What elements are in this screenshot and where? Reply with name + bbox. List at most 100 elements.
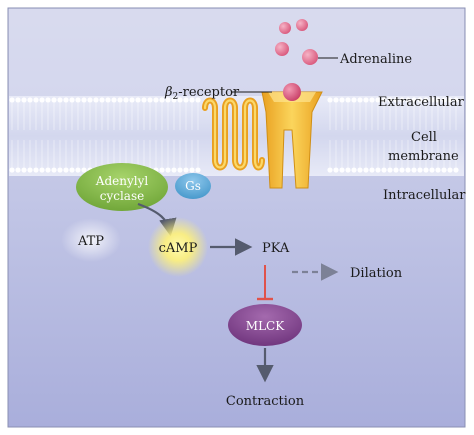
lipid-head [117,97,123,103]
lipid-head [375,97,381,103]
adrenaline-molecule [279,22,291,34]
lipid-head [183,167,189,173]
lipid-head [453,167,459,173]
lipid-head [165,167,171,173]
gs-label: Gs [185,179,201,193]
lipid-head [183,97,189,103]
adrenaline-molecule [296,19,308,31]
atp-glow [61,218,121,262]
lipid-head [105,97,111,103]
lipid-head [453,97,459,103]
extracellular-space [9,9,464,96]
lipid-head [423,167,429,173]
lipid-head [15,97,21,103]
lipid-head [45,167,51,173]
lipid-head [339,97,345,103]
lipid-head [141,97,147,103]
lipid-head [99,97,105,103]
lipid-head [21,97,27,103]
lipid-head [369,167,375,173]
lipid-head [9,167,15,173]
cell-label: Cell [411,130,437,145]
lipid-head [447,97,453,103]
lipid-head [69,97,75,103]
receptor-label-sub: 2 [173,92,179,102]
lipid-head [135,97,141,103]
lipid-head [357,167,363,173]
lipid-head [195,167,201,173]
lipid-head [417,97,423,103]
lipid-head [357,97,363,103]
lipid-head [177,97,183,103]
lipid-head [45,97,51,103]
receptor-label-beta: β [164,85,173,100]
lipid-head [27,97,33,103]
lipid-head [435,167,441,173]
lipid-head [375,167,381,173]
lipid-head [405,167,411,173]
lipid-head [57,97,63,103]
lipid-head [399,167,405,173]
lipid-head [381,97,387,103]
lipid-head [381,167,387,173]
lipid-head [57,167,63,173]
lipid-head [39,97,45,103]
lipid-head [189,167,195,173]
lipid-head [393,167,399,173]
lipid-head [159,167,165,173]
camp-glow [148,217,208,277]
lipid-head [123,97,129,103]
lipid-head [63,97,69,103]
lipid-head [111,97,117,103]
bound-adrenaline [283,83,301,101]
adenylyl-cyclase [76,163,168,211]
receptor-body [261,91,323,189]
adrenaline-molecule [275,42,289,56]
lipid-head [63,167,69,173]
lipid-head [339,167,345,173]
lipid-head [177,167,183,173]
adrenaline-molecules [275,19,318,101]
lipid-head [327,97,333,103]
lipid-head [369,97,375,103]
camp-label: cAMP [159,241,198,256]
lipid-head [165,97,171,103]
lipid-head [423,97,429,103]
gs-protein [175,173,211,199]
lipid-head [447,167,453,173]
lipid-head [327,167,333,173]
lipid-head [81,97,87,103]
lipid-head [345,97,351,103]
lipid-head [195,97,201,103]
lipid-head [33,167,39,173]
lipid-head [351,97,357,103]
lipid-head [399,97,405,103]
atp-label: ATP [77,234,104,249]
lipid-head [441,97,447,103]
lipid-head [81,167,87,173]
lipid-head [171,167,177,173]
lipid-head [159,97,165,103]
lipid-head [129,97,135,103]
lipid-head [69,167,75,173]
lipid-head [417,167,423,173]
lipid-head [429,167,435,173]
receptor-helices [202,97,265,171]
lipid-head [387,97,393,103]
intracellular-label: Intracellular [383,188,466,203]
lipid-head [27,167,33,173]
lipid-head [333,97,339,103]
lipid-head [15,167,21,173]
lipid-head [171,97,177,103]
lipid-head [93,97,99,103]
mlck-enzyme [228,304,302,346]
lipid-head [75,97,81,103]
receptor-label: β2-receptor [164,85,240,102]
dilation-label: Dilation [350,266,403,281]
mlck-label: MLCK [246,319,285,333]
lipid-head [435,97,441,103]
lipid-head [351,167,357,173]
lipid-head [147,97,153,103]
